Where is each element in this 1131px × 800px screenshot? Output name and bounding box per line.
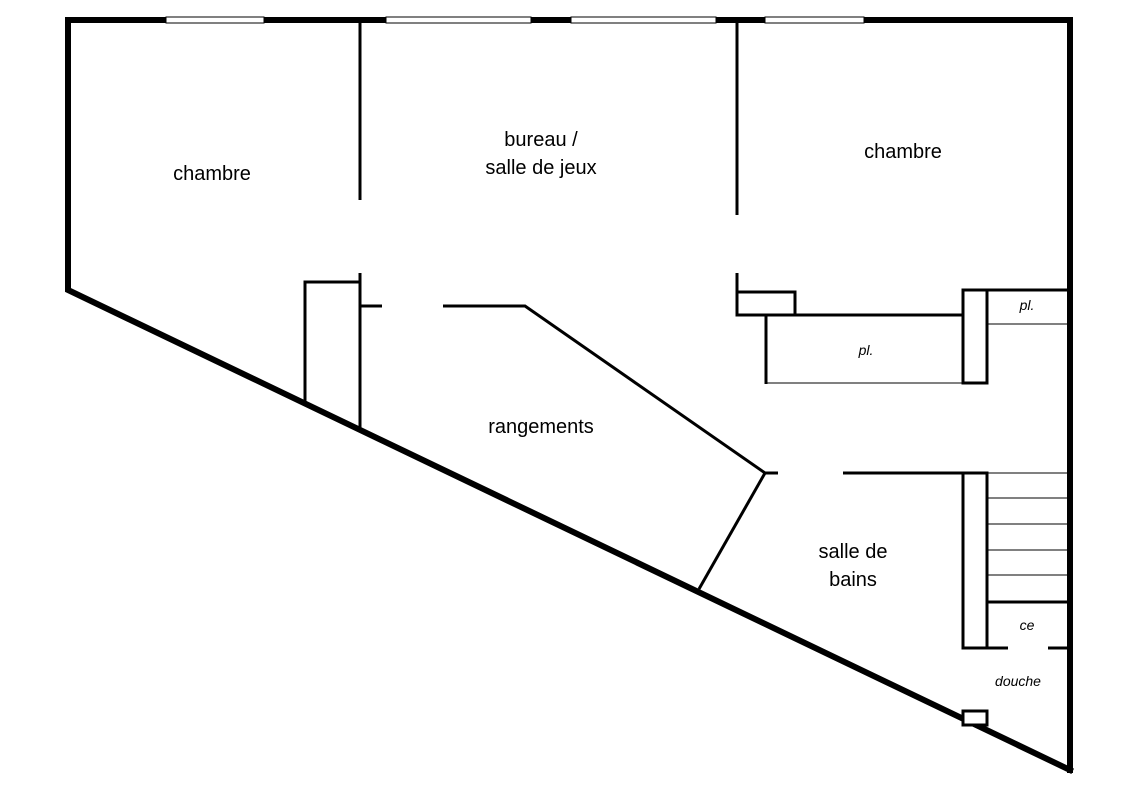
label-chambre-left: chambre: [173, 163, 251, 185]
label-salle-bains-line2: bains: [829, 569, 877, 591]
label-placard-right: pl.: [1019, 297, 1035, 313]
label-chambre-right: chambre: [864, 141, 942, 163]
small-closet-block: [735, 290, 797, 317]
placard-right-pillar: [961, 288, 989, 385]
label-rangements: rangements: [488, 416, 594, 438]
label-ce: ce: [1020, 617, 1035, 633]
window-bureau-left: [385, 16, 532, 24]
window-bureau-right: [570, 16, 717, 24]
window-chambre-left: [165, 16, 265, 24]
label-salle-bains-line1: salle de: [819, 541, 888, 563]
windows: [165, 16, 865, 24]
fixture-labels: pl. pl. ce douche: [858, 297, 1042, 689]
closet-left-outline: [303, 280, 360, 401]
interior-walls: [303, 22, 1068, 727]
wall-rangements-top: [443, 304, 766, 475]
douche-block: [961, 709, 989, 727]
label-douche: douche: [995, 673, 1041, 689]
window-chambre-right: [764, 16, 865, 24]
label-placard-center: pl.: [858, 342, 874, 358]
stair-wall-block: [961, 471, 989, 650]
room-labels: chambre bureau / salle de jeux chambre r…: [173, 129, 942, 591]
outer-walls: [65, 17, 1075, 775]
wall-rangements-diagonal: [697, 472, 767, 590]
label-bureau-line1: bureau /: [504, 129, 578, 151]
label-bureau-line2: salle de jeux: [485, 157, 596, 179]
